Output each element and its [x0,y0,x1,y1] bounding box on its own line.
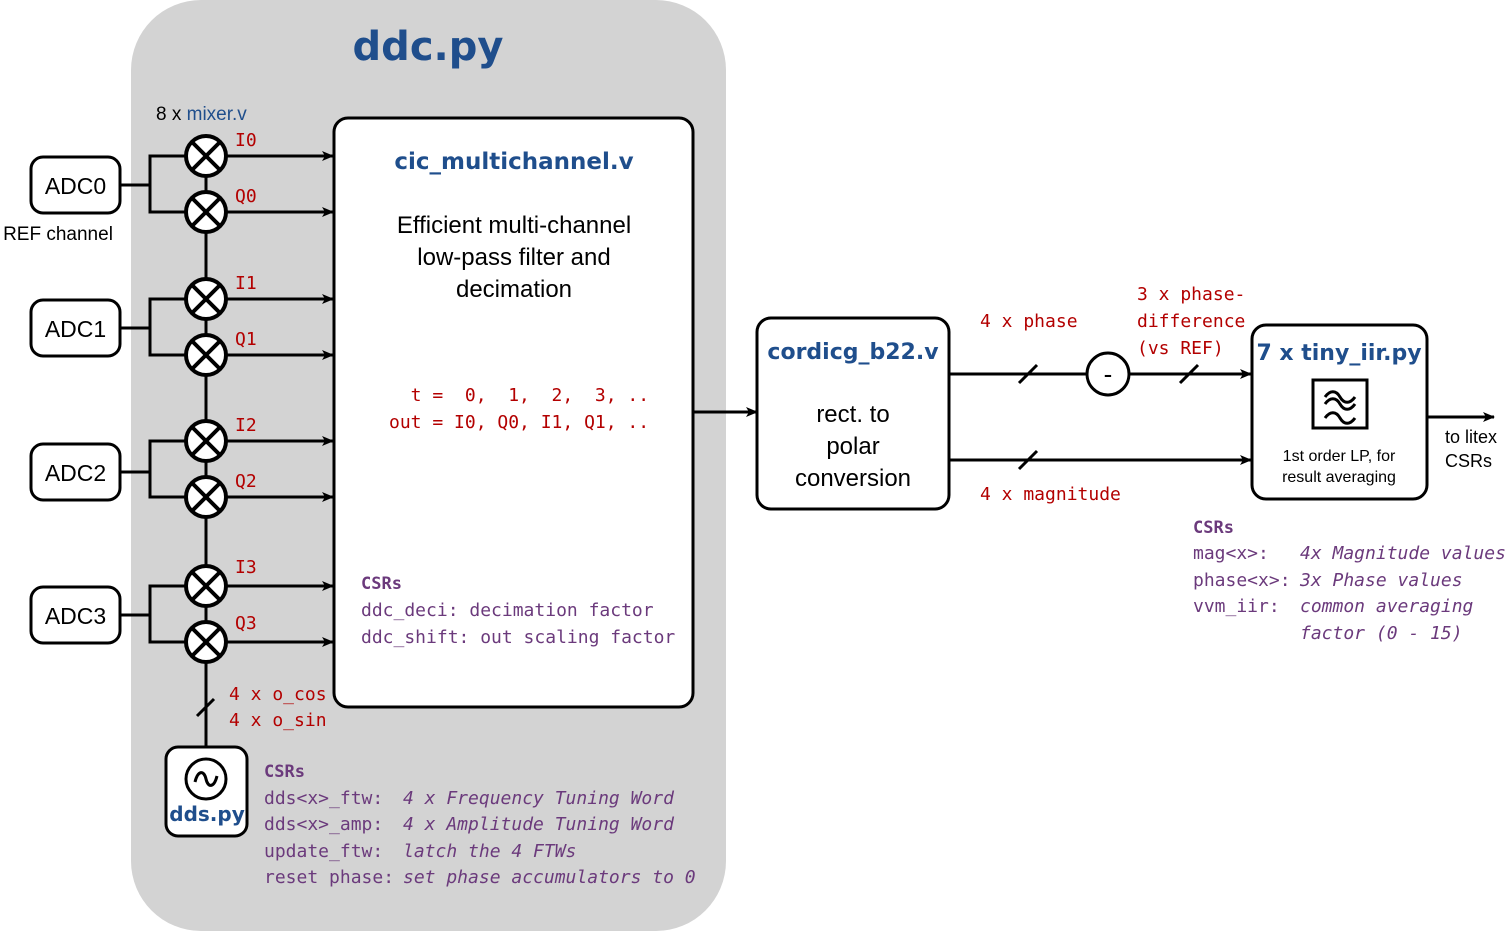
iir-csr-desc: 3x Phase values [1299,570,1463,591]
cordic-title: cordicg_b22.v [767,340,939,365]
phase-diff-label: (vs REF) [1137,338,1224,359]
output-label: to litex [1445,427,1497,447]
minus-icon: - [1104,359,1113,389]
adc-group-3: ADC3 I3 Q3 [29,557,334,664]
dds-csr-desc: latch the 4 FTWs [403,841,576,862]
i0-label: I0 [235,130,257,151]
dds-csr-desc: 4 x Frequency Tuning Word [403,788,675,809]
q1-label: Q1 [235,329,257,350]
adc-group-0: ADC0 REF channel I0 Q0 [3,130,334,245]
mixer-icon [184,564,228,608]
oscillator-icon [184,757,228,801]
cic-csr-title: CSRs [361,574,402,594]
lo-sin-label: 4 x o_sin [229,710,327,731]
lowpass-filter-icon [1311,378,1369,430]
phase-diff-label: 3 x phase- [1137,284,1245,305]
cic-title: cic_multichannel.v [394,149,633,175]
dds-title: dds.py [169,802,245,826]
iir-desc-line: result averaging [1282,469,1396,486]
ddc-title: ddc.py [353,24,504,70]
cordic-desc-line: conversion [795,465,911,492]
adc-group-1: ADC1 I1 Q1 [29,273,334,377]
magnitude-label: 4 x magnitude [980,484,1121,505]
cic-desc-line: Efficient multi-channel [397,212,631,239]
iir-csr-title: CSRs [1193,518,1234,538]
phase-diff-label: difference [1137,311,1245,332]
cic-code-line: out = I0, Q0, I1, Q1, .. [389,412,649,433]
cic-desc-line: low-pass filter and [417,244,610,271]
lo-bus-slash [195,697,216,718]
cordic-desc-line: polar [826,433,879,460]
i3-label: I3 [235,557,257,578]
dds-csr-name: dds<x>_ftw: [264,788,383,809]
iir-desc-line: 1st order LP, for [1283,448,1396,465]
dds-csr-name: dds<x>_amp: [264,814,383,835]
i2-label: I2 [235,415,257,436]
q0-label: Q0 [235,186,257,207]
mixer-icon [184,620,228,664]
cic-csr-line: ddc_deci: decimation factor [361,600,654,621]
mixer-count-label: 8 x mixer.v [156,104,247,125]
q2-label: Q2 [235,471,257,492]
adc2-label: ADC2 [45,460,106,486]
cordic-desc-line: rect. to [816,401,889,428]
dds-csr-desc: 4 x Amplitude Tuning Word [403,814,675,835]
iir-csr-name: mag<x>: [1193,543,1269,564]
q3-label: Q3 [235,613,257,634]
lo-cos-label: 4 x o_cos [229,684,327,705]
iir-csr-name: phase<x>: [1193,570,1291,591]
mixer-icon [184,419,228,463]
dds-csr-name: update_ftw: [264,841,383,862]
cordic-box[interactable] [755,316,951,511]
mixer-icon [184,333,228,377]
i1-label: I1 [235,273,257,294]
mixer-icon [184,134,228,178]
mixer-icon [184,190,228,234]
adc0-sublabel: REF channel [3,224,113,245]
iir-csr-desc: 4x Magnitude values [1300,543,1506,564]
phase-diff-bus-slash [1178,363,1200,385]
iir-csr-desc: common averaging [1300,596,1474,617]
phase-bus-slash [1017,363,1039,385]
output-label: CSRs [1445,451,1492,471]
mixer-icon [184,277,228,321]
iir-csr-name: vvm_iir: [1193,596,1280,617]
adc1-label: ADC1 [45,316,106,342]
adc0-label: ADC0 [45,173,106,199]
adc-group-2: ADC2 I2 Q2 [29,415,334,519]
dds-csr-desc: set phase accumulators to 0 [403,867,696,888]
subtractor: - [1085,351,1131,397]
adc3-label: ADC3 [45,603,106,629]
mixer-icon [184,475,228,519]
dds-csr-title: CSRs [264,762,305,782]
iir-csr-desc: factor (0 - 15) [1300,623,1463,644]
iir-title: 7 x tiny_iir.py [1256,341,1421,366]
magnitude-bus-slash [1017,449,1039,471]
dds-csr-name: reset phase: [264,867,394,888]
cic-code-line: t = 0, 1, 2, 3, .. [389,385,649,406]
cic-desc-line: decimation [456,276,572,303]
phase-label: 4 x phase [980,311,1078,332]
cic-csr-line: ddc_shift: out scaling factor [361,627,675,648]
